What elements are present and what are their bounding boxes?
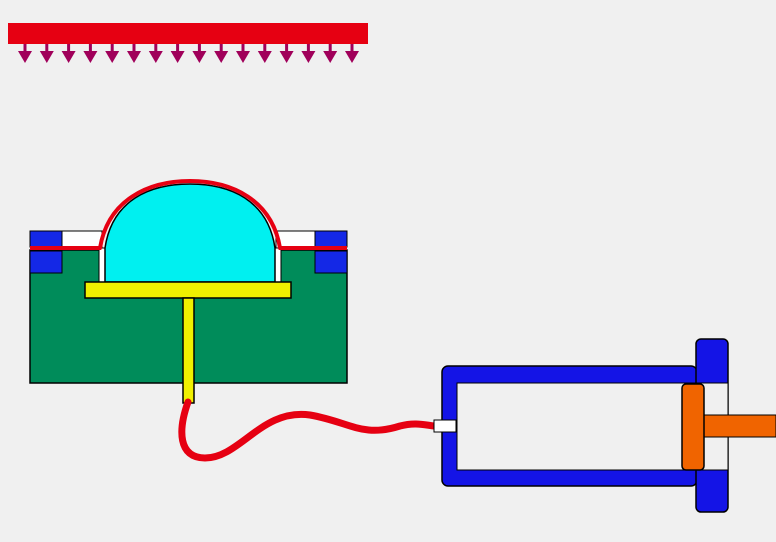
heat-arrow-icon: [323, 51, 338, 63]
heat-arrow-icon: [279, 51, 294, 63]
heat-arrow-icon: [105, 51, 120, 63]
heat-arrows: [18, 44, 359, 63]
heat-arrow-icon: [236, 51, 250, 63]
clamp-left-top: [29, 230, 63, 248]
heat-arrow-stem: [67, 44, 71, 52]
heat-arrow-icon: [257, 51, 272, 63]
cavity-gap-left: [98, 247, 106, 283]
core-plate: [84, 281, 292, 299]
heat-arrow-icon: [214, 51, 229, 63]
heat-arrow-icon: [148, 51, 163, 63]
heat-arrow-icon: [61, 51, 76, 63]
heater-group: [8, 23, 368, 63]
hose-port: [433, 419, 457, 433]
heat-arrow-stem: [219, 44, 223, 52]
vacuum-hose: [178, 398, 438, 462]
heat-arrow-stem: [263, 44, 267, 52]
heat-arrow-stem: [88, 44, 92, 52]
clamp-left-bottom: [29, 250, 63, 274]
film-gap-left: [61, 230, 103, 249]
piston-head: [681, 383, 705, 471]
clamp-right-bottom: [314, 250, 348, 274]
formed-dome: [104, 183, 276, 283]
piston-rod: [702, 414, 776, 438]
heat-arrow-stem: [241, 44, 245, 52]
heat-arrow-stem: [110, 44, 114, 52]
clamp-right-top: [314, 230, 348, 248]
mold-group: [29, 179, 348, 404]
core-stem: [182, 297, 195, 404]
heat-arrow-stem: [197, 44, 201, 52]
heat-arrow-icon: [170, 51, 185, 63]
film-gap-right: [275, 230, 317, 249]
heat-arrow-stem: [306, 44, 310, 52]
heat-arrow-stem: [328, 44, 332, 52]
heat-arrow-stem: [154, 44, 158, 52]
heater-bar: [8, 23, 368, 44]
heat-arrow-stem: [132, 44, 136, 52]
plastic-film: [30, 179, 347, 250]
heat-arrow-icon: [127, 51, 141, 63]
heat-arrow-icon: [39, 51, 54, 63]
heat-arrow-stem: [176, 44, 180, 52]
heat-arrow-icon: [192, 51, 207, 63]
heat-arrow-icon: [18, 51, 32, 63]
vacuum-cylinder-group: [433, 338, 776, 513]
heat-arrow-icon: [301, 51, 316, 63]
heat-arrow-stem: [285, 44, 289, 52]
heat-arrow-stem: [45, 44, 49, 52]
heat-arrow-stem: [23, 44, 27, 52]
heat-arrow-stem: [350, 44, 354, 52]
heat-arrow-icon: [83, 51, 98, 63]
heat-arrow-icon: [345, 51, 359, 63]
cavity-gap-right: [274, 247, 282, 283]
